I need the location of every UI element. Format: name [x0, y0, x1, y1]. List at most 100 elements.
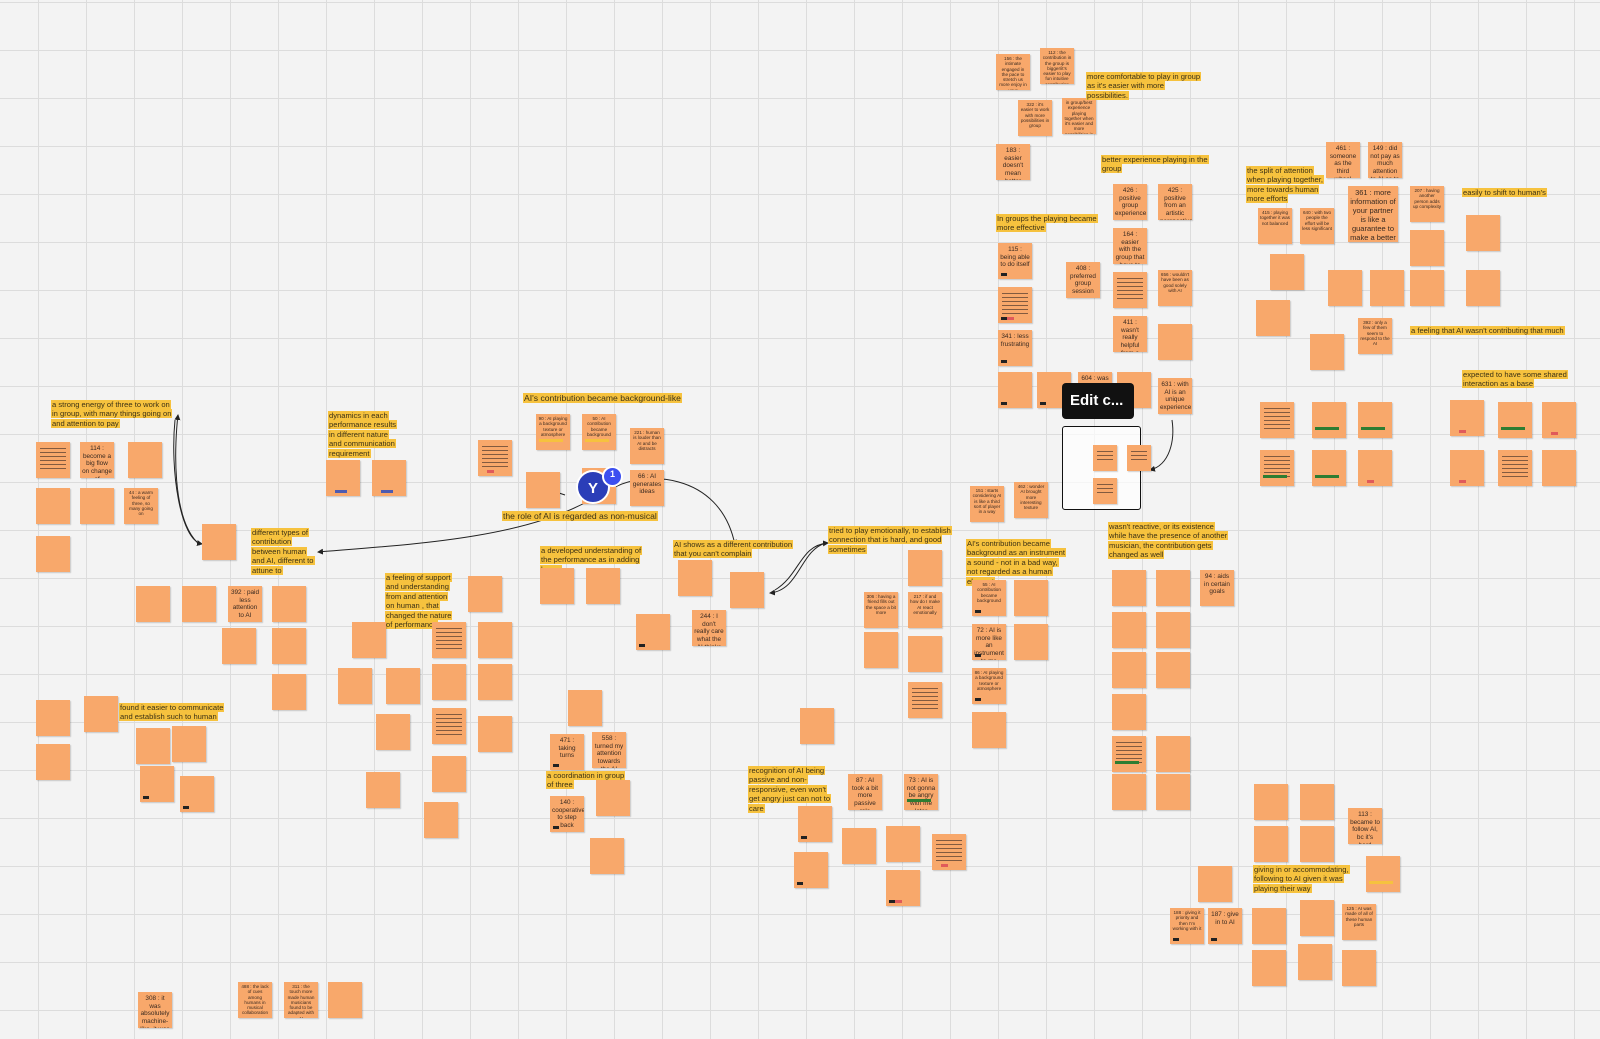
sticky-note[interactable] [36, 700, 70, 736]
sticky-note[interactable]: 244 : I don't really care what the AI th… [692, 610, 726, 646]
sticky-note[interactable] [568, 690, 602, 726]
cluster-label[interactable]: the role of AI is regarded as non-musica… [502, 511, 658, 521]
sticky-note[interactable] [1310, 334, 1344, 370]
sticky-note[interactable] [1156, 736, 1190, 772]
sticky-note[interactable] [386, 668, 420, 704]
sticky-note[interactable] [590, 838, 624, 874]
sticky-note[interactable] [1370, 270, 1404, 306]
sticky-note[interactable]: 415 : playing together it was not balanc… [1258, 208, 1292, 244]
sticky-note[interactable] [1156, 570, 1190, 606]
sticky-note[interactable] [136, 728, 170, 764]
sticky-note[interactable] [338, 668, 372, 704]
connector-arrow[interactable] [174, 414, 201, 546]
sticky-note[interactable] [1093, 478, 1117, 504]
sticky-note[interactable] [1156, 612, 1190, 648]
sticky-note[interactable]: 90 : AI playing a background texture or … [536, 414, 570, 450]
sticky-note[interactable] [272, 586, 306, 622]
sticky-note[interactable] [1254, 826, 1288, 862]
sticky-note[interactable]: 425 : positive from an artistic perspect… [1158, 184, 1192, 220]
sticky-note[interactable] [1328, 270, 1362, 306]
sticky-note[interactable] [1252, 950, 1286, 986]
sticky-note[interactable] [1466, 270, 1500, 306]
sticky-note[interactable] [794, 852, 828, 888]
sticky-note[interactable]: 656 : wouldn't have been as good solely … [1158, 270, 1192, 306]
sticky-note[interactable] [1498, 450, 1532, 486]
sticky-note[interactable] [1358, 450, 1392, 486]
cluster-label[interactable]: giving in or accommodating, following to… [1253, 865, 1350, 893]
sticky-note[interactable]: 361 : more information of your partner i… [1348, 186, 1398, 242]
sticky-note[interactable]: 149 : did not pay as much attention to A… [1368, 142, 1402, 178]
sticky-note[interactable]: 631 : with AI is an unique experience [1158, 378, 1192, 414]
sticky-note[interactable] [172, 726, 206, 762]
sticky-note[interactable]: 461 : someone as the third wheel [1326, 142, 1360, 178]
sticky-note[interactable] [1256, 300, 1290, 336]
sticky-note[interactable] [1300, 900, 1334, 936]
sticky-note[interactable]: 156 : the intimate engaged in the pace t… [996, 54, 1030, 90]
cluster-label[interactable]: easily to shift to human's [1462, 188, 1547, 197]
sticky-note[interactable] [908, 550, 942, 586]
cluster-label[interactable]: found it easier to communicate and estab… [119, 703, 225, 722]
sticky-note[interactable] [36, 442, 70, 478]
sticky-note[interactable] [352, 622, 386, 658]
cluster-label[interactable]: a feeling of support and understanding f… [385, 573, 453, 630]
connector-arrow[interactable] [173, 419, 203, 547]
sticky-note[interactable] [478, 440, 512, 476]
sticky-note[interactable] [84, 696, 118, 732]
cluster-label[interactable]: expected to have some shared interaction… [1462, 370, 1568, 389]
cluster-label[interactable]: tried to play emotionally, to establish … [828, 526, 952, 554]
sticky-note[interactable] [36, 488, 70, 524]
cluster-label[interactable]: the split of attention when playing toge… [1246, 166, 1324, 204]
sticky-note[interactable] [1342, 950, 1376, 986]
sticky-note[interactable] [1252, 908, 1286, 944]
sticky-note[interactable] [1254, 784, 1288, 820]
sticky-note[interactable]: 72 : AI is more like an instrument to me [972, 624, 1006, 660]
sticky-note[interactable] [798, 806, 832, 842]
sticky-note[interactable]: 217 : if and how do I make AI react emot… [908, 592, 942, 628]
sticky-note[interactable]: 94 : aids in certain goals [1200, 570, 1234, 606]
sticky-note[interactable] [1014, 580, 1048, 616]
sticky-note[interactable] [998, 287, 1032, 323]
sticky-note[interactable] [886, 826, 920, 862]
sticky-note[interactable] [998, 372, 1032, 408]
cluster-label[interactable]: different types of contribution between … [251, 528, 315, 575]
sticky-note[interactable]: 322 : it's easier to work with more poss… [1018, 100, 1052, 136]
sticky-note[interactable]: 306 : having a friend fills out the spac… [864, 592, 898, 628]
sticky-note[interactable] [1260, 402, 1294, 438]
cluster-label[interactable]: In groups the playing became more effect… [996, 214, 1098, 233]
sticky-note[interactable] [842, 828, 876, 864]
sticky-note[interactable] [864, 632, 898, 668]
cluster-label[interactable]: a strong energy of three to work on in g… [51, 400, 173, 428]
cluster-label[interactable]: wasn't reactive, or its existence while … [1108, 522, 1229, 560]
sticky-note[interactable] [1300, 784, 1334, 820]
sticky-note[interactable] [80, 488, 114, 524]
sticky-note[interactable] [468, 576, 502, 612]
sticky-note[interactable] [328, 982, 362, 1018]
sticky-note[interactable] [800, 708, 834, 744]
sticky-note[interactable]: 221 : human is louder than AI and be dis… [630, 428, 664, 464]
sticky-note[interactable] [1450, 450, 1484, 486]
sticky-note[interactable]: 73 : AI is not gonna be angry with me la… [904, 774, 938, 810]
cluster-label[interactable]: AI's contribution became background-like [523, 393, 682, 403]
sticky-note[interactable] [1312, 450, 1346, 486]
sticky-note[interactable]: 125 : AI was made of all of these human … [1342, 904, 1376, 940]
sticky-note[interactable] [730, 572, 764, 608]
sticky-note[interactable] [1410, 230, 1444, 266]
sticky-note[interactable] [1127, 445, 1151, 471]
sticky-note[interactable]: 55 : AI contribution became background [972, 580, 1006, 616]
sticky-note[interactable] [182, 586, 216, 622]
sticky-note[interactable] [886, 870, 920, 906]
sticky-note[interactable] [596, 780, 630, 816]
sticky-note[interactable]: 44 : a warm feeling of three, so many go… [124, 488, 158, 524]
sticky-note[interactable] [1300, 826, 1334, 862]
sticky-note[interactable] [1112, 652, 1146, 688]
sticky-note[interactable] [222, 628, 256, 664]
sticky-note[interactable] [540, 568, 574, 604]
sticky-note[interactable]: 392 : only a few of them seem to respond… [1358, 318, 1392, 354]
sticky-note[interactable]: 66 : AI generates ideas [630, 470, 664, 506]
sticky-note[interactable] [932, 834, 966, 870]
sticky-note[interactable] [1410, 270, 1444, 306]
sticky-note[interactable] [1113, 272, 1147, 308]
sticky-note[interactable] [478, 622, 512, 658]
sticky-note[interactable]: 207 : having another person adds up comp… [1410, 186, 1444, 222]
